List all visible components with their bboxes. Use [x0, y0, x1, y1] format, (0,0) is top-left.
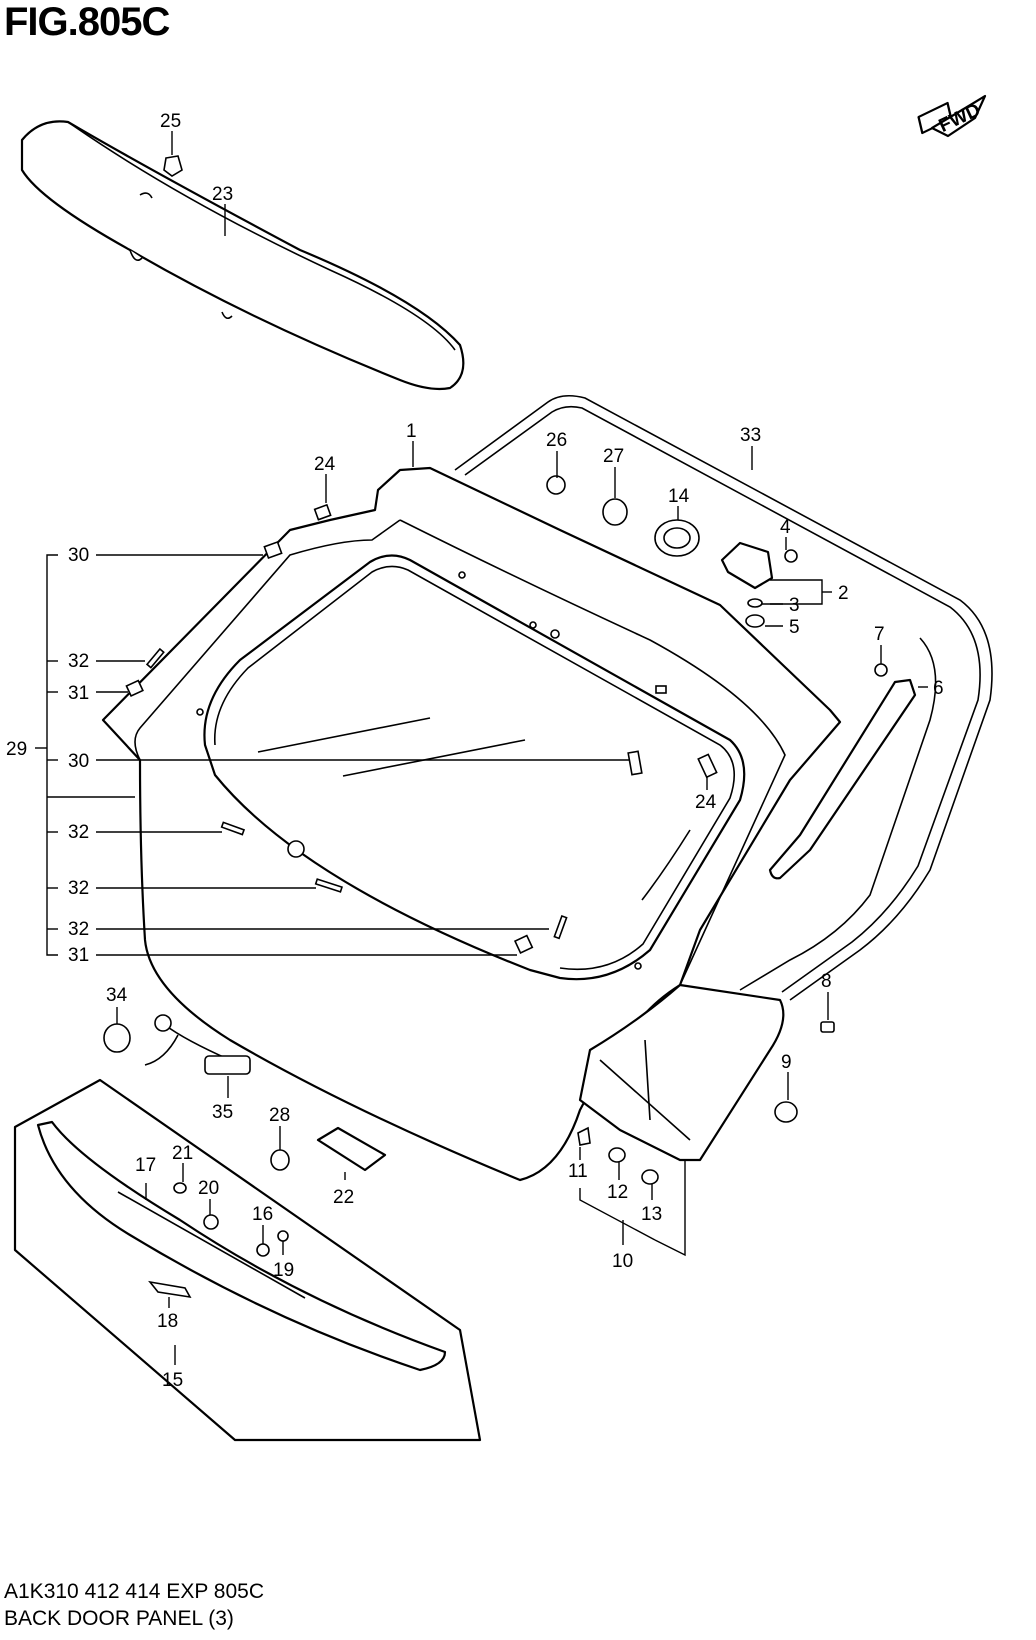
- callout-13: 13: [641, 1204, 662, 1225]
- callout-4: 4: [780, 517, 791, 538]
- bolt-4: [784, 549, 798, 563]
- bumper-8: [820, 1021, 835, 1033]
- callout-30-a: 30: [68, 545, 89, 566]
- callout-32-b: 32: [68, 822, 89, 843]
- callout-24-top: 24: [314, 454, 336, 475]
- callout-16: 16: [252, 1204, 273, 1225]
- callout-29: 29: [6, 739, 27, 760]
- callout-9: 9: [781, 1052, 792, 1073]
- callout-22: 22: [333, 1187, 354, 1208]
- callout-32-a: 32: [68, 651, 89, 672]
- clip-11: [577, 1126, 591, 1146]
- callout-33: 33: [740, 425, 761, 446]
- callout-23: 23: [212, 184, 233, 205]
- callout-19: 19: [273, 1260, 294, 1281]
- tape-31b: [513, 934, 534, 954]
- callout-25: 27: [603, 446, 624, 467]
- tape-32d: [553, 914, 568, 940]
- model-line: A1K310 412 414 EXP 805C: [4, 1580, 264, 1603]
- callout-1: 1: [406, 421, 417, 442]
- tape-31a: [125, 679, 144, 698]
- clip-26: [163, 155, 183, 177]
- tape-32a: [145, 647, 165, 669]
- clip-16: [256, 1243, 270, 1257]
- stopper-9: [774, 1101, 798, 1123]
- harness-35: [144, 1014, 251, 1075]
- leader-lines: [96, 131, 928, 1365]
- latch-2: [720, 541, 774, 590]
- lower-trim-10: [578, 983, 785, 1162]
- tape-30b: [627, 750, 643, 776]
- grommet-27: [546, 475, 566, 495]
- callout-8: 8: [821, 971, 832, 992]
- weatherstrip-33: [454, 394, 993, 1001]
- callout-7: 7: [874, 624, 885, 645]
- clip-12: [608, 1147, 626, 1163]
- callout-24-right: 24: [695, 792, 717, 813]
- figure-title: FIG.805C: [4, 0, 170, 44]
- seal-24a: [313, 503, 332, 521]
- grommet-34: [103, 1023, 131, 1053]
- callout-28: 28: [269, 1105, 290, 1126]
- callout-27: 26: [546, 430, 567, 451]
- callout-12: 12: [607, 1182, 628, 1203]
- lamp-22: [316, 1126, 387, 1172]
- tape-32c: [314, 878, 343, 893]
- callout-31-b: 31: [68, 945, 89, 966]
- screw-21: [173, 1182, 187, 1194]
- callout-11: 11: [568, 1161, 588, 1182]
- screw-20: [203, 1214, 219, 1230]
- callout-31-a: 31: [68, 683, 89, 704]
- callout-2: 2: [838, 583, 849, 604]
- spoiler-23: [20, 120, 465, 391]
- callout-5: 5: [789, 617, 800, 638]
- callout-14: 14: [668, 486, 690, 507]
- plug-14: [654, 519, 700, 557]
- callout-10: 10: [612, 1251, 633, 1272]
- section-title: BACK DOOR PANEL (3): [4, 1607, 234, 1630]
- washer-19: [277, 1230, 289, 1242]
- callout-21: 21: [172, 1143, 193, 1164]
- tape-30a: [263, 540, 283, 560]
- fwd-arrow-icon: FWD: [917, 94, 987, 138]
- tape-32b: [220, 821, 246, 836]
- grommet-25: [602, 498, 628, 526]
- callout-3: 3: [789, 595, 800, 616]
- callout-20: 20: [198, 1178, 219, 1199]
- washer-3: [747, 598, 763, 608]
- back-door-panel-1: [101, 466, 842, 1182]
- callout-labels: 25 23 1 33 26 24 27 14 4 2 3 5 7 6 24 30…: [6, 111, 944, 1391]
- callout-32-c: 32: [68, 878, 89, 899]
- callout-32-d: 32: [68, 919, 89, 940]
- nut-5: [745, 614, 765, 628]
- grommet-28: [270, 1149, 290, 1171]
- callout-18: 18: [157, 1311, 178, 1332]
- callout-6: 6: [933, 678, 944, 699]
- callout-35: 35: [212, 1102, 233, 1123]
- callout-30-b: 30: [68, 751, 89, 772]
- callout-34: 34: [106, 985, 128, 1006]
- seal-24b: [697, 753, 718, 779]
- gas-strut-6: [768, 678, 917, 880]
- callout-15: 15: [162, 1370, 183, 1391]
- clip-7: [874, 663, 888, 677]
- clip-13: [641, 1169, 659, 1185]
- callout-26: 25: [160, 111, 181, 132]
- callout-17: 17: [135, 1155, 156, 1176]
- bracket-29: [46, 554, 58, 956]
- garnish-15: [13, 1078, 482, 1442]
